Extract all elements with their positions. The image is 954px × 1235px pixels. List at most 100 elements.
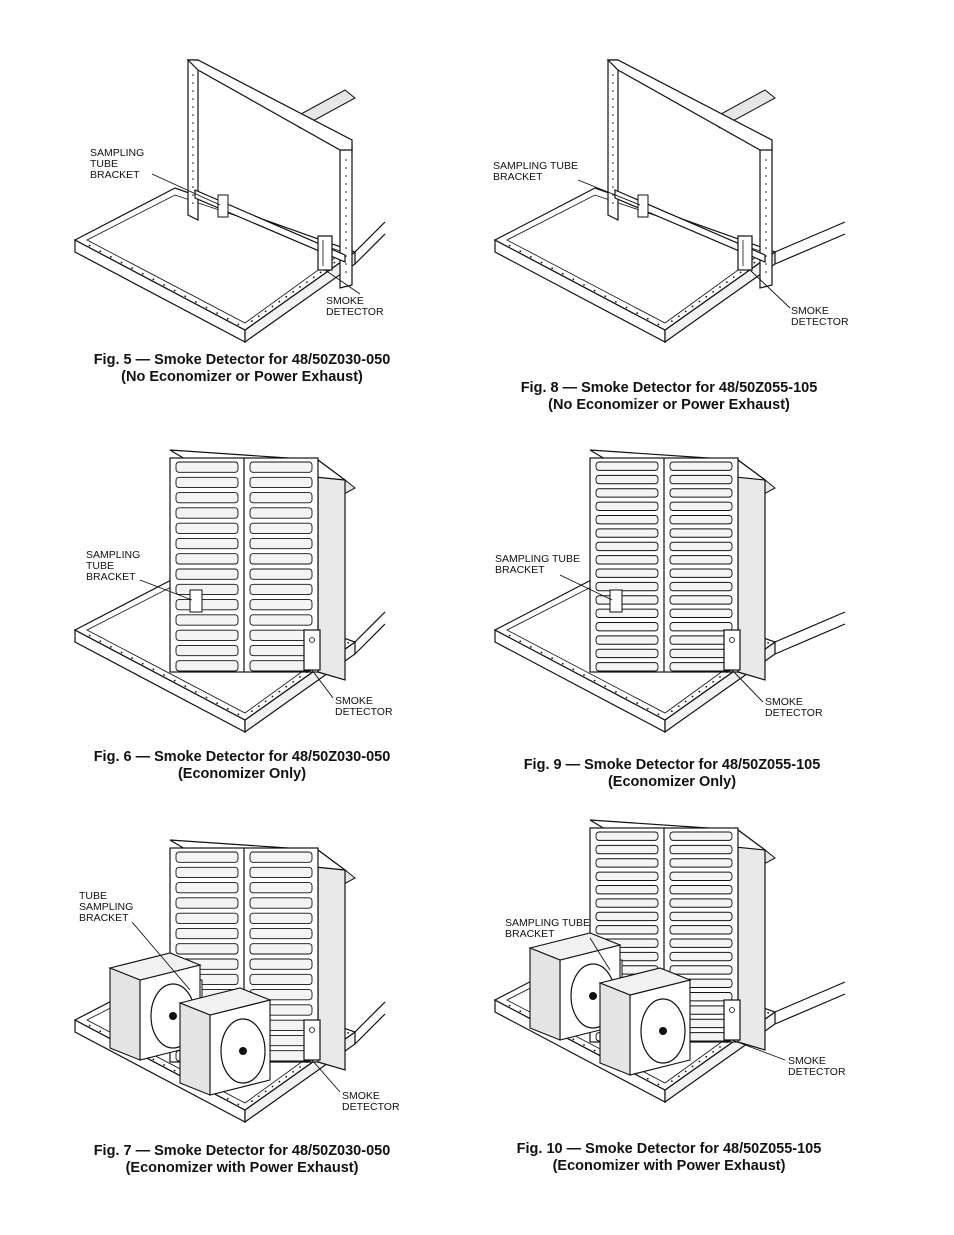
- damper-blade: [249, 851, 313, 863]
- damper-blade: [669, 555, 733, 565]
- damper-blade: [669, 622, 733, 632]
- post-hole: [612, 146, 614, 148]
- curb-bolt: [205, 306, 208, 309]
- caption-line-1: Fig. 7 — Smoke Detector for 48/50Z030-05…: [93, 1143, 391, 1159]
- curb-bolt: [88, 244, 91, 247]
- post-hole: [765, 215, 767, 217]
- figure-5-drawing: [73, 59, 386, 344]
- damper-blade: [175, 583, 239, 596]
- curb-bolt: [670, 710, 673, 713]
- damper-blade: [249, 614, 313, 626]
- damper-blade: [669, 858, 733, 868]
- curb-bolt: [285, 1075, 288, 1078]
- curb-bolt: [271, 1085, 274, 1088]
- post-hole: [345, 271, 347, 273]
- curb-bolt: [173, 1069, 176, 1072]
- sampling-tube-bracket-label: SAMPLING TUBE BRACKET: [90, 147, 145, 181]
- damper-blade: [669, 662, 733, 672]
- curb-bolt: [88, 634, 91, 637]
- frame-bottom-beam: [194, 189, 346, 263]
- post-hole: [612, 74, 614, 76]
- curb-bolt: [604, 295, 607, 298]
- smoke-detector-unit: [303, 629, 321, 671]
- curb-bolt: [163, 1064, 165, 1066]
- sampling-tube-bracket: [609, 589, 623, 613]
- post-hole: [765, 159, 767, 161]
- curb-bolt: [285, 295, 288, 298]
- curb-bolt: [657, 713, 660, 716]
- damper-blade: [669, 965, 733, 975]
- damper-blade: [249, 553, 313, 565]
- side-rail: [354, 221, 386, 253]
- curb-bolt: [141, 272, 144, 275]
- damper-blade: [595, 831, 659, 841]
- caption-line-2: (Economizer Only): [177, 766, 307, 782]
- blower-hub: [239, 1047, 247, 1055]
- damper-blade: [595, 488, 659, 498]
- sampling-tube-bracket-label: SAMPLING TUBE BRACKET: [86, 549, 141, 583]
- damper-blade: [595, 648, 659, 659]
- side-rail: [354, 623, 386, 655]
- leader-line: [311, 1059, 341, 1093]
- damper-blade: [175, 476, 239, 489]
- curb-bolt: [152, 278, 155, 281]
- leader-line: [589, 937, 611, 971]
- curb-bolt: [299, 286, 301, 288]
- post-hole: [612, 122, 614, 124]
- damper-blade: [175, 851, 239, 863]
- curb-bolt: [614, 690, 617, 693]
- economizer-side-panel: [737, 458, 766, 681]
- caption-line-1: Fig. 5 — Smoke Detector for 48/50Z030-05…: [93, 352, 391, 368]
- curb-bolt: [529, 255, 532, 258]
- post-hole: [765, 183, 767, 185]
- damper-blade: [669, 925, 733, 935]
- leader-line: [731, 1039, 786, 1061]
- damper-blade: [595, 541, 659, 552]
- curb-bolt: [99, 250, 102, 253]
- curb-bolt: [109, 645, 112, 648]
- damper-blade: [175, 537, 239, 550]
- curb-bolt: [540, 651, 543, 654]
- curb-bolt: [725, 281, 728, 284]
- post-hole: [612, 186, 614, 188]
- curb-bolt: [152, 1058, 155, 1061]
- curb-bolt: [163, 284, 165, 286]
- damper-blade: [249, 599, 313, 611]
- damper-blade: [595, 568, 659, 578]
- smoke-detector-detail: [729, 637, 735, 643]
- caption-line-1: Fig. 8 — Smoke Detector for 48/50Z055-10…: [520, 380, 818, 396]
- figure-6-drawing: [73, 449, 386, 734]
- smoke-detector-label: SMOKE DETECTOR: [335, 695, 393, 718]
- curb-bolt: [684, 700, 687, 703]
- figure-10: SAMPLING TUBE BRACKET SMOKE DETECTOR: [480, 810, 860, 1130]
- curb-bolt: [684, 1070, 687, 1073]
- damper-blade: [669, 474, 733, 485]
- curb-bolt: [732, 276, 735, 279]
- damper-blade: [249, 897, 313, 909]
- leader-line: [311, 669, 334, 699]
- side-rail: [774, 233, 846, 265]
- blower-side: [599, 982, 631, 1076]
- curb-bolt: [519, 1010, 522, 1013]
- post-hole: [612, 114, 614, 116]
- damper-blade: [249, 927, 313, 940]
- curb-bolt: [250, 320, 253, 323]
- damper-blade: [175, 644, 239, 657]
- curb-bolt: [120, 261, 123, 264]
- curb-bolt: [173, 289, 176, 292]
- economizer-side-panel: [317, 458, 346, 681]
- curb-bolt: [141, 662, 144, 665]
- curb-bolt: [698, 300, 701, 303]
- damper-blade: [175, 912, 239, 924]
- curb-bolt: [719, 676, 721, 678]
- damper-blade: [249, 644, 313, 657]
- side-rail: [354, 1001, 386, 1033]
- damper-blade: [669, 528, 733, 538]
- post-hole: [612, 202, 614, 204]
- side-rail: [774, 623, 846, 655]
- smoke-detector-unit: [737, 235, 753, 271]
- curb-bolt: [677, 1075, 680, 1078]
- smoke-detector-unit: [723, 629, 741, 671]
- post-hole: [345, 175, 347, 177]
- curb-bolt: [508, 1004, 511, 1007]
